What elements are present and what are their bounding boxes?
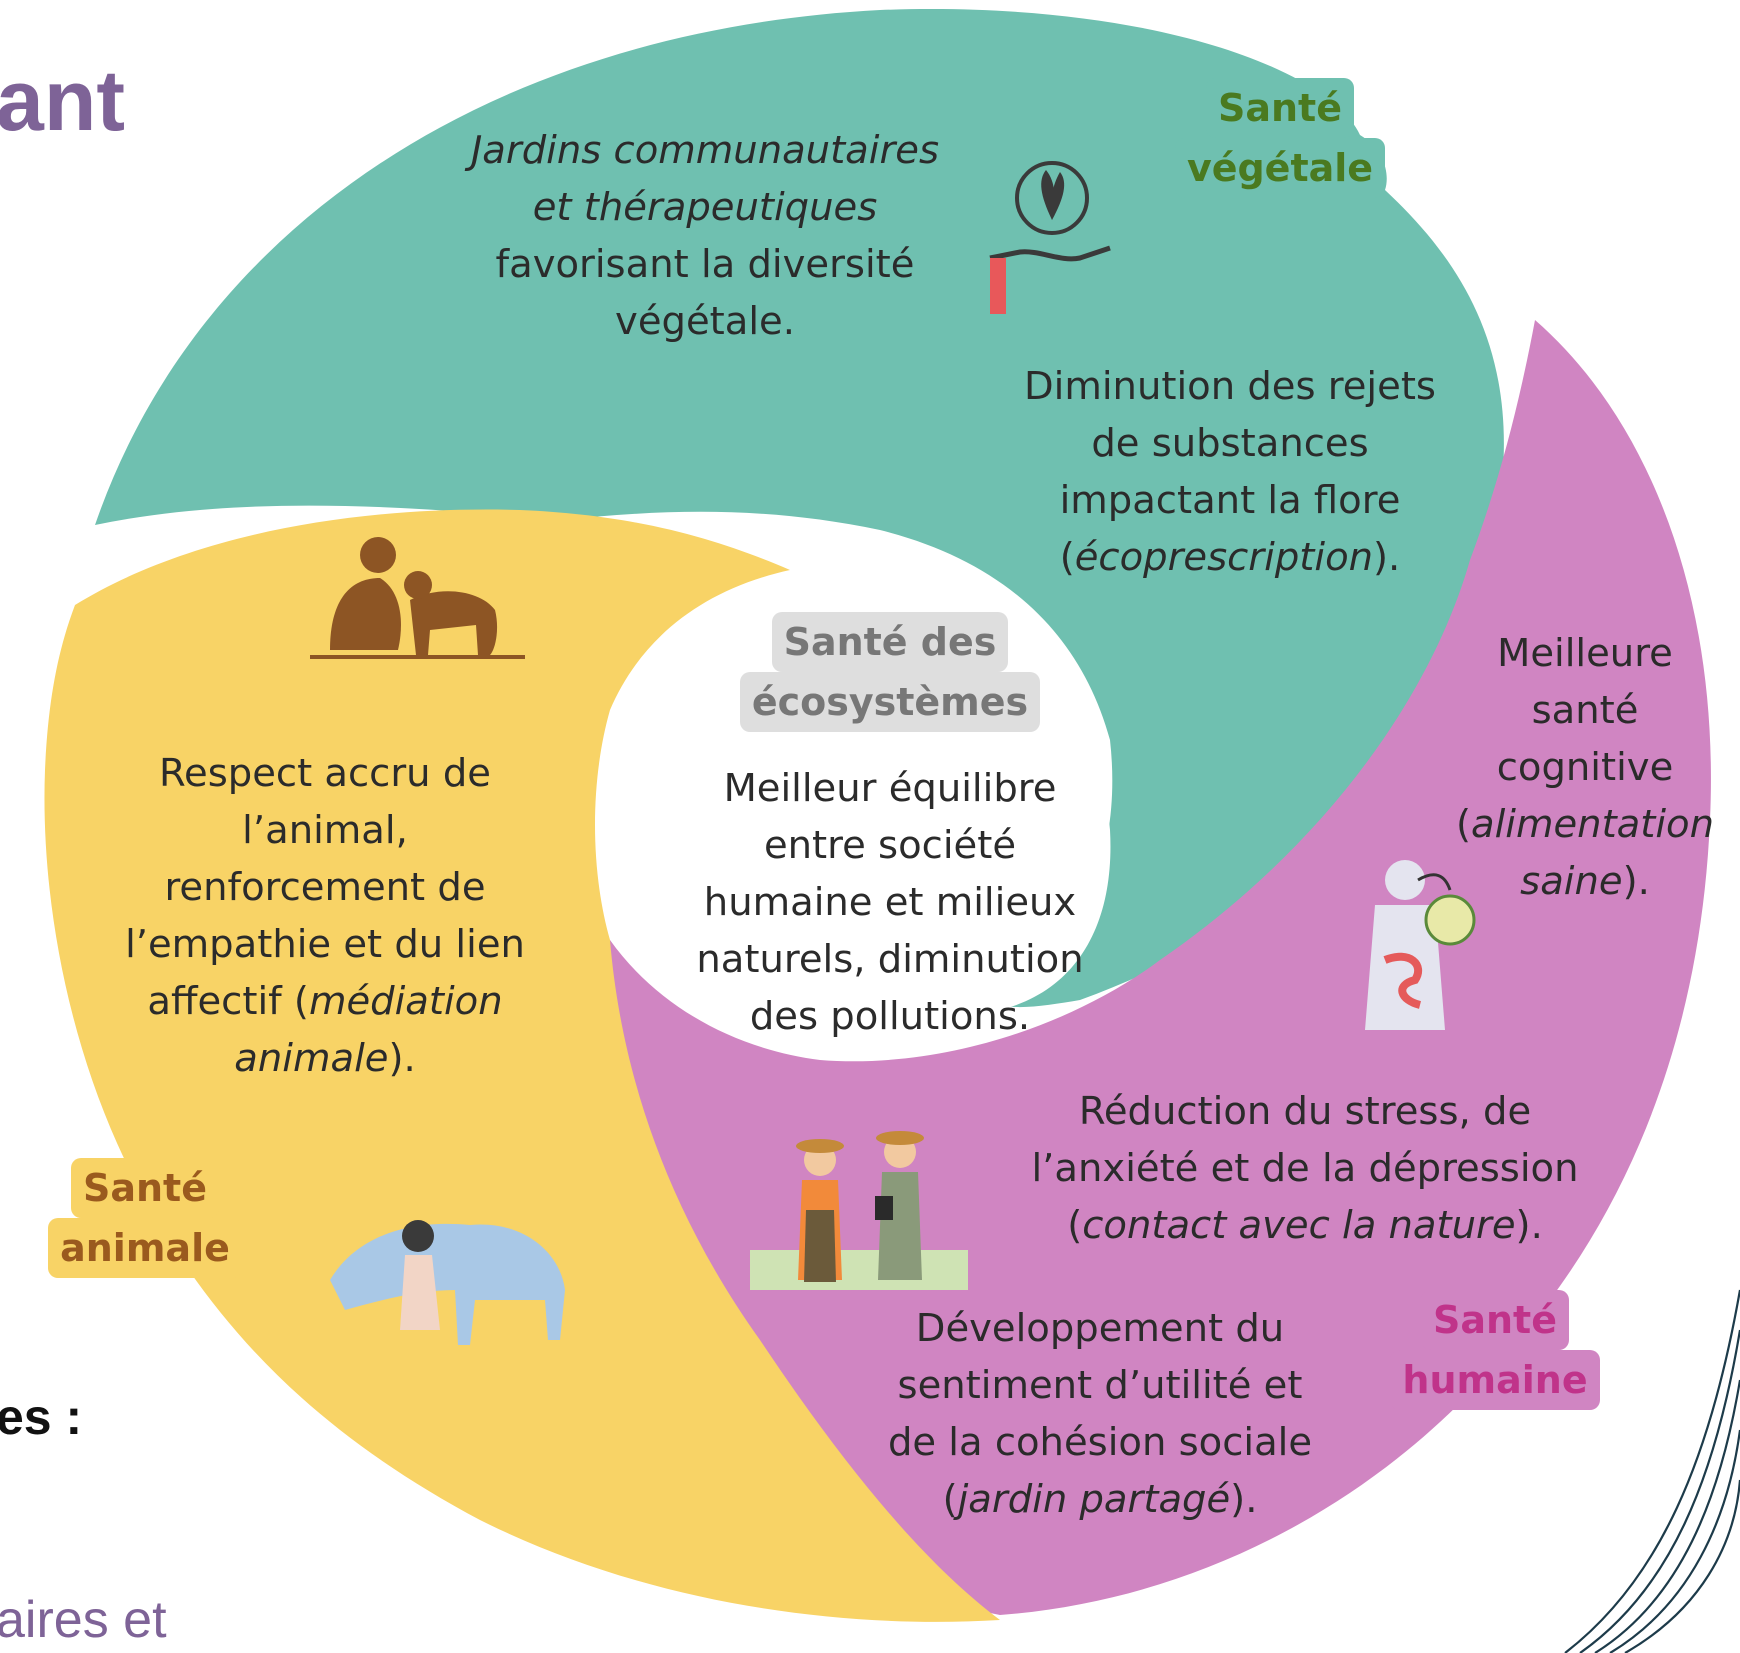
page-title-fragment: ant [0, 53, 125, 149]
label-sante-animale: Santé animale [30, 1158, 260, 1278]
decorative-lines [1564, 1289, 1740, 1653]
section-heading-fragment: es : [0, 1389, 83, 1445]
label-sante-ecosystemes: Santé des écosystèmes [720, 612, 1060, 732]
label-sante-vegetale: Santé végétale [1160, 78, 1400, 198]
text-fragment: aires et [0, 1591, 167, 1649]
text-rejets: Diminution des rejets de substances impa… [1024, 364, 1436, 580]
label-sante-humaine: Santé humaine [1380, 1290, 1610, 1410]
plant-hand-icon [989, 161, 1111, 314]
segment-vegetale [95, 9, 1504, 1008]
gardeners-icon [750, 1131, 968, 1290]
body-gut-brain-icon [1365, 860, 1476, 1030]
text-jardins: Jardins communautaires et thérapeutiques… [470, 128, 940, 344]
segment-animale [44, 509, 1001, 1622]
woman-horse-icon [330, 1220, 565, 1345]
text-animal: Respect accru de l’animal, renforcement … [125, 751, 525, 1081]
text-ecosystemes: Meilleur équilibre entre société humaine… [696, 766, 1084, 1039]
text-cognitive: Meilleure santé cognitive (alimentation … [1455, 631, 1715, 904]
text-stress: Réduction du stress, de l’anxiété et de … [1031, 1089, 1579, 1248]
woman-dog-icon [310, 537, 525, 659]
text-utilite: Développement du sentiment d’utilité et … [887, 1306, 1313, 1522]
